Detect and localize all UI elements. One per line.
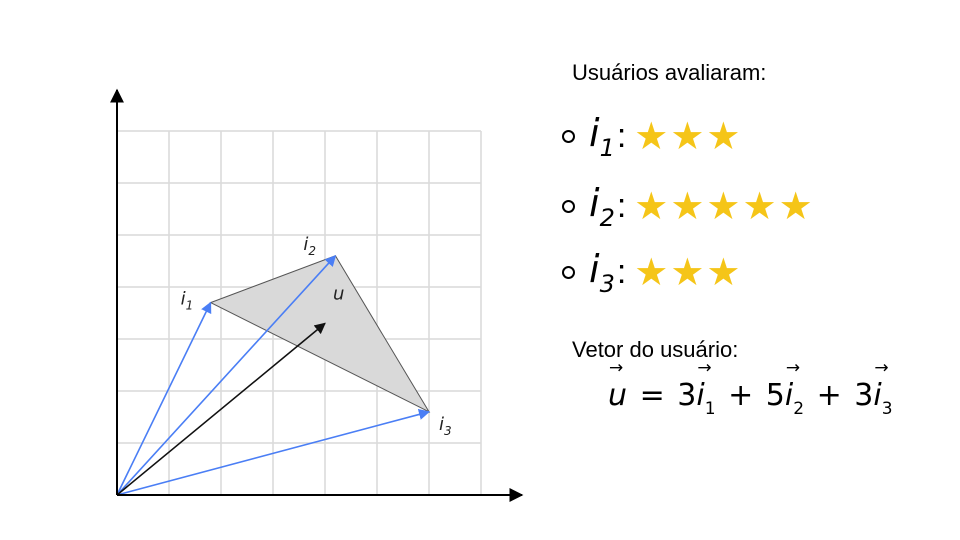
grid — [117, 130, 482, 495]
star-icon-row: ★★★ — [634, 115, 743, 158]
items-triangle — [209, 255, 431, 414]
vector-u: →u — [608, 358, 628, 413]
bullet — [562, 199, 575, 213]
vector-i3-label: i3 — [439, 414, 452, 438]
rating-row-i3: i3 : ★★★ — [560, 246, 743, 298]
star-icon-row: ★★★★★ — [634, 185, 815, 228]
vectors — [116, 254, 431, 496]
bullet — [562, 129, 575, 143]
vector-i2-label: i2 — [303, 234, 316, 258]
vector-i1: →i1 — [696, 358, 716, 419]
item-label: i1 — [589, 110, 615, 162]
vector-u-arrow — [116, 322, 326, 496]
vector-i2-arrow — [116, 254, 337, 496]
vector-i1-label: i1 — [181, 289, 194, 313]
vector-i1-arrow — [116, 301, 212, 496]
user-vector-formula: →u = 3→i1 + 5→i2 + 3→i3 — [608, 358, 893, 419]
vector-i2: →i2 — [784, 358, 805, 419]
vector-diagram: i1 i2 i3 u — [110, 88, 524, 502]
info-panel: Usuários avaliaram: i1 : ★★★ i2 : ★★★★★ … — [560, 0, 950, 540]
vector-i3: →i3 — [873, 358, 893, 419]
star-icon-row: ★★★ — [634, 251, 743, 294]
item-label: i3 — [589, 246, 615, 298]
item-label: i2 — [589, 180, 615, 232]
vector-u-label: u — [333, 283, 344, 304]
rating-row-i1: i1 : ★★★ — [560, 110, 743, 162]
vector-i3-arrow — [116, 408, 431, 496]
bullet — [562, 265, 575, 279]
ratings-title: Usuários avaliaram: — [572, 60, 767, 85]
rating-row-i2: i2 : ★★★★★ — [560, 180, 815, 232]
vector-title: Vetor do usuário: — [572, 337, 739, 362]
